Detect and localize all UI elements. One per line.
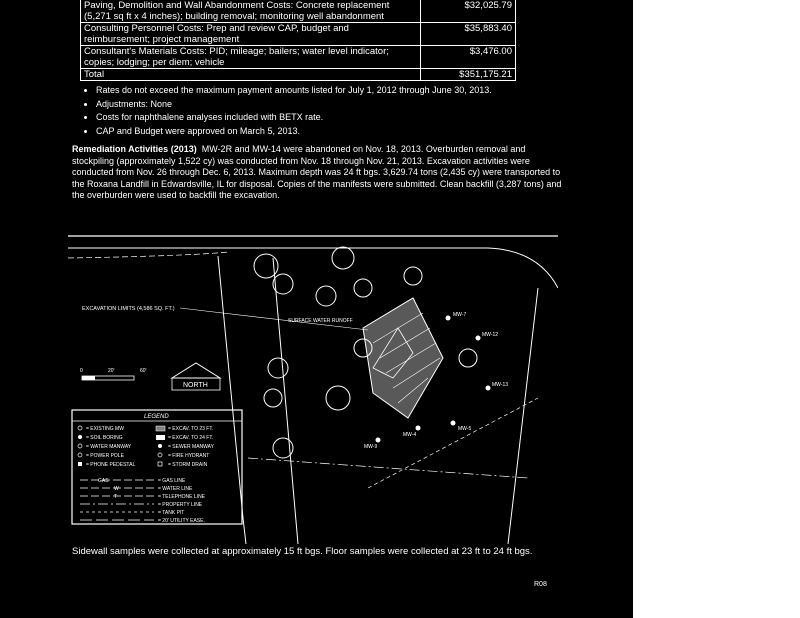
- svg-text:= TELEPHONE LINE: = TELEPHONE LINE: [158, 494, 206, 500]
- svg-text:= POWER POLE: = POWER POLE: [86, 453, 125, 459]
- well-label: MW-12: [482, 332, 498, 338]
- svg-text:60': 60': [140, 368, 147, 374]
- svg-text:W: W: [114, 486, 119, 492]
- monitoring-wells: [375, 315, 491, 443]
- svg-text:NORTH: NORTH: [183, 382, 208, 389]
- cost-amount: $35,883.40: [420, 22, 516, 46]
- svg-text:= PROPERTY LINE: = PROPERTY LINE: [158, 502, 203, 508]
- scanned-page: Paving, Demolition and Wall Abandonment …: [0, 0, 633, 618]
- cost-amount: $32,025.79: [420, 0, 516, 23]
- road-edge: [217, 255, 247, 544]
- svg-text:= WATER LINE: = WATER LINE: [158, 486, 193, 492]
- svg-text:= 20' UTILITY EASE.: = 20' UTILITY EASE.: [158, 518, 205, 524]
- site-map: MW-7 MW-12 MW-13 MW-4 MW-5 MW-9 EXCAVATI…: [68, 235, 558, 544]
- road-edge: [507, 287, 539, 544]
- section-heading: Remediation Activities (2013): [72, 144, 197, 154]
- remediation-paragraph: Remediation Activities (2013) MW-2R and …: [72, 144, 562, 202]
- property-line: [247, 457, 529, 479]
- list-item: CAP and Budget were approved on March 5,…: [96, 125, 492, 139]
- total-label: Total: [80, 68, 421, 81]
- cost-description: Consulting Personnel Costs: Prep and rev…: [80, 22, 421, 46]
- trees: [253, 246, 478, 459]
- svg-text:= STORM DRAIN: = STORM DRAIN: [168, 462, 208, 468]
- svg-text:20': 20': [108, 368, 115, 374]
- svg-text:= WATER MANWAY: = WATER MANWAY: [86, 444, 132, 450]
- svg-text:= FIRE HYDRANT: = FIRE HYDRANT: [168, 453, 209, 459]
- cost-description: Consultant's Materials Costs: PID; milea…: [80, 45, 421, 69]
- scale-bar: 0 20' 60': [80, 368, 147, 381]
- legend-title: LEGEND: [144, 414, 169, 420]
- svg-text:= GAS LINE: = GAS LINE: [158, 478, 186, 484]
- building-outline: [372, 327, 414, 379]
- svg-text:= SOIL BORING: = SOIL BORING: [86, 435, 123, 441]
- cost-amount: $3,476.00: [420, 45, 516, 69]
- cost-table: Paving, Demolition and Wall Abandonment …: [80, 0, 516, 81]
- list-item: Rates do not exceed the maximum payment …: [96, 84, 492, 98]
- runoff-label: SURFACE WATER RUNOFF: [288, 318, 353, 324]
- gas-line: [68, 251, 229, 259]
- north-arrow-icon: NORTH: [170, 362, 222, 391]
- notes-list: Rates do not exceed the maximum payment …: [82, 84, 492, 138]
- svg-text:= EXISTING MW: = EXISTING MW: [86, 426, 124, 432]
- cost-description: Paving, Demolition and Wall Abandonment …: [80, 0, 421, 23]
- well-label: MW-4: [403, 432, 416, 438]
- excavation-area: [362, 297, 444, 419]
- svg-text:GAS: GAS: [98, 478, 109, 484]
- property-line: [68, 247, 558, 289]
- road-edge: [272, 257, 299, 544]
- well-label: MW-9: [364, 444, 377, 450]
- table-row: Paving, Demolition and Wall Abandonment …: [80, 0, 516, 23]
- list-item: Costs for naphthalene analyses included …: [96, 111, 492, 125]
- list-item: Adjustments: None: [96, 98, 492, 112]
- table-row: Consultant's Materials Costs: PID; milea…: [80, 45, 516, 69]
- remediation-text: MW-2R and MW-14 were abandoned on Nov. 1…: [72, 144, 562, 200]
- svg-text:= EXCAV. TO 23 FT.: = EXCAV. TO 23 FT.: [168, 426, 213, 432]
- svg-text:0: 0: [80, 368, 83, 374]
- svg-text:= EXCAV. TO 24 FT.: = EXCAV. TO 24 FT.: [168, 435, 213, 441]
- excavation-limits-label: EXCAVATION LIMITS (4,586 SQ. FT.): [82, 306, 175, 312]
- utility-line: [367, 397, 539, 489]
- page-number: R08: [534, 581, 547, 588]
- svg-text:= SEWER MANWAY: = SEWER MANWAY: [168, 444, 215, 450]
- svg-text:T: T: [114, 494, 117, 500]
- total-amount: $351,175.21: [420, 68, 516, 81]
- svg-text:= PHONE PEDESTAL: = PHONE PEDESTAL: [86, 462, 135, 468]
- well-label: MW-13: [492, 382, 508, 388]
- table-row-total: Total $351,175.21: [80, 68, 516, 81]
- well-label: MW-5: [458, 426, 471, 432]
- table-row: Consulting Personnel Costs: Prep and rev…: [80, 22, 516, 46]
- figure-caption: Sidewall samples were collected at appro…: [72, 546, 533, 557]
- leader-line: [179, 307, 369, 331]
- svg-text:= TANK PIT: = TANK PIT: [158, 510, 184, 516]
- well-label: MW-7: [453, 312, 466, 318]
- map-legend: LEGEND = EXISTING MW = EXCAV. TO 23 FT. …: [71, 409, 243, 525]
